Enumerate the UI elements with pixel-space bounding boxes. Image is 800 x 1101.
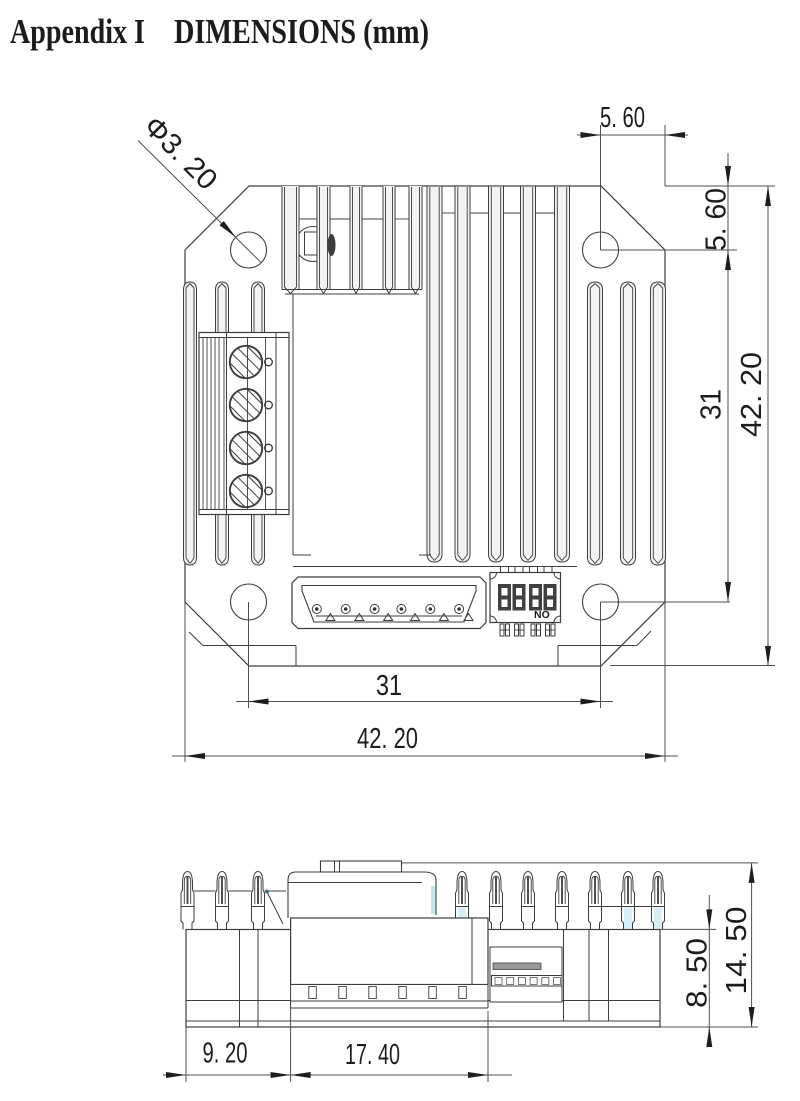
svg-text:31: 31 — [696, 389, 728, 420]
svg-text:5. 60: 5. 60 — [701, 188, 733, 251]
svg-text:NO: NO — [534, 609, 550, 621]
svg-text:8. 50: 8. 50 — [682, 938, 714, 1008]
svg-text:42. 20: 42. 20 — [357, 723, 418, 755]
svg-text:DIMENSIONS (mm): DIMENSIONS (mm) — [174, 12, 429, 51]
svg-text:14. 50: 14. 50 — [721, 907, 753, 995]
svg-text:Appendix I: Appendix I — [10, 12, 145, 51]
svg-text:17. 40: 17. 40 — [345, 1039, 400, 1071]
svg-text:9. 20: 9. 20 — [203, 1038, 248, 1070]
svg-text:42. 20: 42. 20 — [736, 352, 768, 437]
svg-text:5. 60: 5. 60 — [600, 102, 645, 134]
svg-text:31: 31 — [376, 670, 402, 702]
